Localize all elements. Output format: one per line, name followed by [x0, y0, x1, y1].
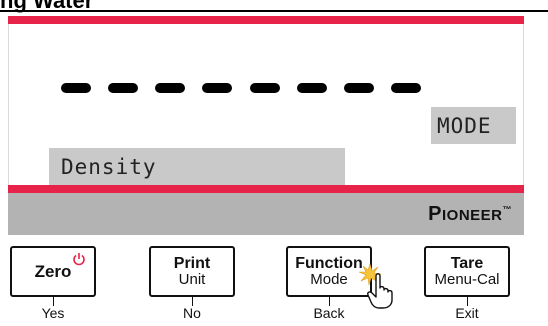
- function-mode-button[interactable]: Function Mode: [286, 246, 372, 297]
- top-accent-stripe: [8, 16, 524, 24]
- reading-dashes: [61, 82, 421, 94]
- key-tick: [192, 297, 193, 306]
- brand-rest: IONEER: [441, 207, 503, 224]
- function-button-label: Function: [295, 255, 363, 272]
- zero-button-label: Zero: [34, 262, 72, 281]
- bottom-accent-stripe: [8, 185, 524, 193]
- tare-sublabel: Exit: [455, 305, 479, 321]
- power-icon: [73, 253, 85, 266]
- brand-trademark: ™: [502, 204, 512, 215]
- balance-display-panel: MODE Density PIONEER™: [8, 16, 524, 235]
- tare-menu-button[interactable]: Tare Menu-Cal: [424, 246, 510, 297]
- print-unit-button[interactable]: Print Unit: [149, 246, 235, 297]
- brand-initial: P: [428, 203, 442, 225]
- print-sublabel: No: [183, 305, 201, 321]
- dash-segment: [155, 83, 186, 93]
- page-heading: ng Water: [0, 0, 94, 13]
- dash-segment: [343, 83, 374, 93]
- mode-button-label: Mode: [310, 271, 348, 288]
- zero-sublabel: Yes: [41, 305, 65, 321]
- print-button-label: Print: [173, 255, 211, 272]
- function-readout: Density: [49, 148, 345, 185]
- brand-bar: PIONEER™: [8, 193, 524, 235]
- dash-segment: [108, 83, 139, 93]
- menu-cal-button-label: Menu-Cal: [434, 271, 500, 288]
- mode-indicator: MODE: [431, 107, 516, 144]
- key-tick: [53, 297, 54, 306]
- function-sublabel: Back: [313, 305, 345, 321]
- unit-button-label: Unit: [178, 271, 206, 288]
- dash-segment: [249, 83, 280, 93]
- brand-logo: PIONEER™: [428, 203, 512, 226]
- dash-segment: [61, 83, 91, 93]
- dash-segment: [296, 83, 327, 93]
- key-tick: [329, 297, 330, 306]
- zero-button[interactable]: Zero: [10, 246, 96, 297]
- pointing-hand-icon: [358, 262, 393, 309]
- heading-divider: [0, 10, 548, 12]
- key-tick: [467, 297, 468, 306]
- lcd-screen: MODE Density: [8, 24, 524, 185]
- tare-button-label: Tare: [450, 255, 484, 272]
- dash-segment: [390, 83, 421, 93]
- dash-segment: [202, 83, 233, 93]
